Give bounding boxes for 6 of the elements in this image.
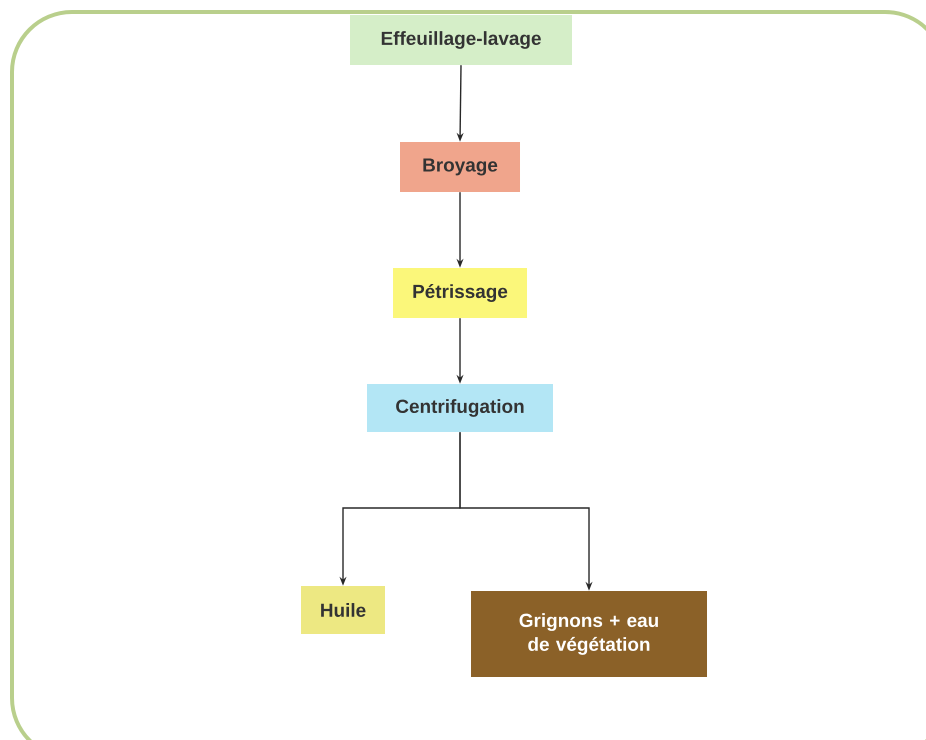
- process-box: Effeuillage-lavage: [350, 15, 572, 65]
- process-box: Pétrissage: [393, 268, 527, 318]
- process-box: Grignons + eau de végétation: [471, 591, 707, 677]
- process-box: Huile: [301, 586, 385, 634]
- process-box: Broyage: [400, 142, 520, 192]
- process-box: Centrifugation: [367, 384, 553, 432]
